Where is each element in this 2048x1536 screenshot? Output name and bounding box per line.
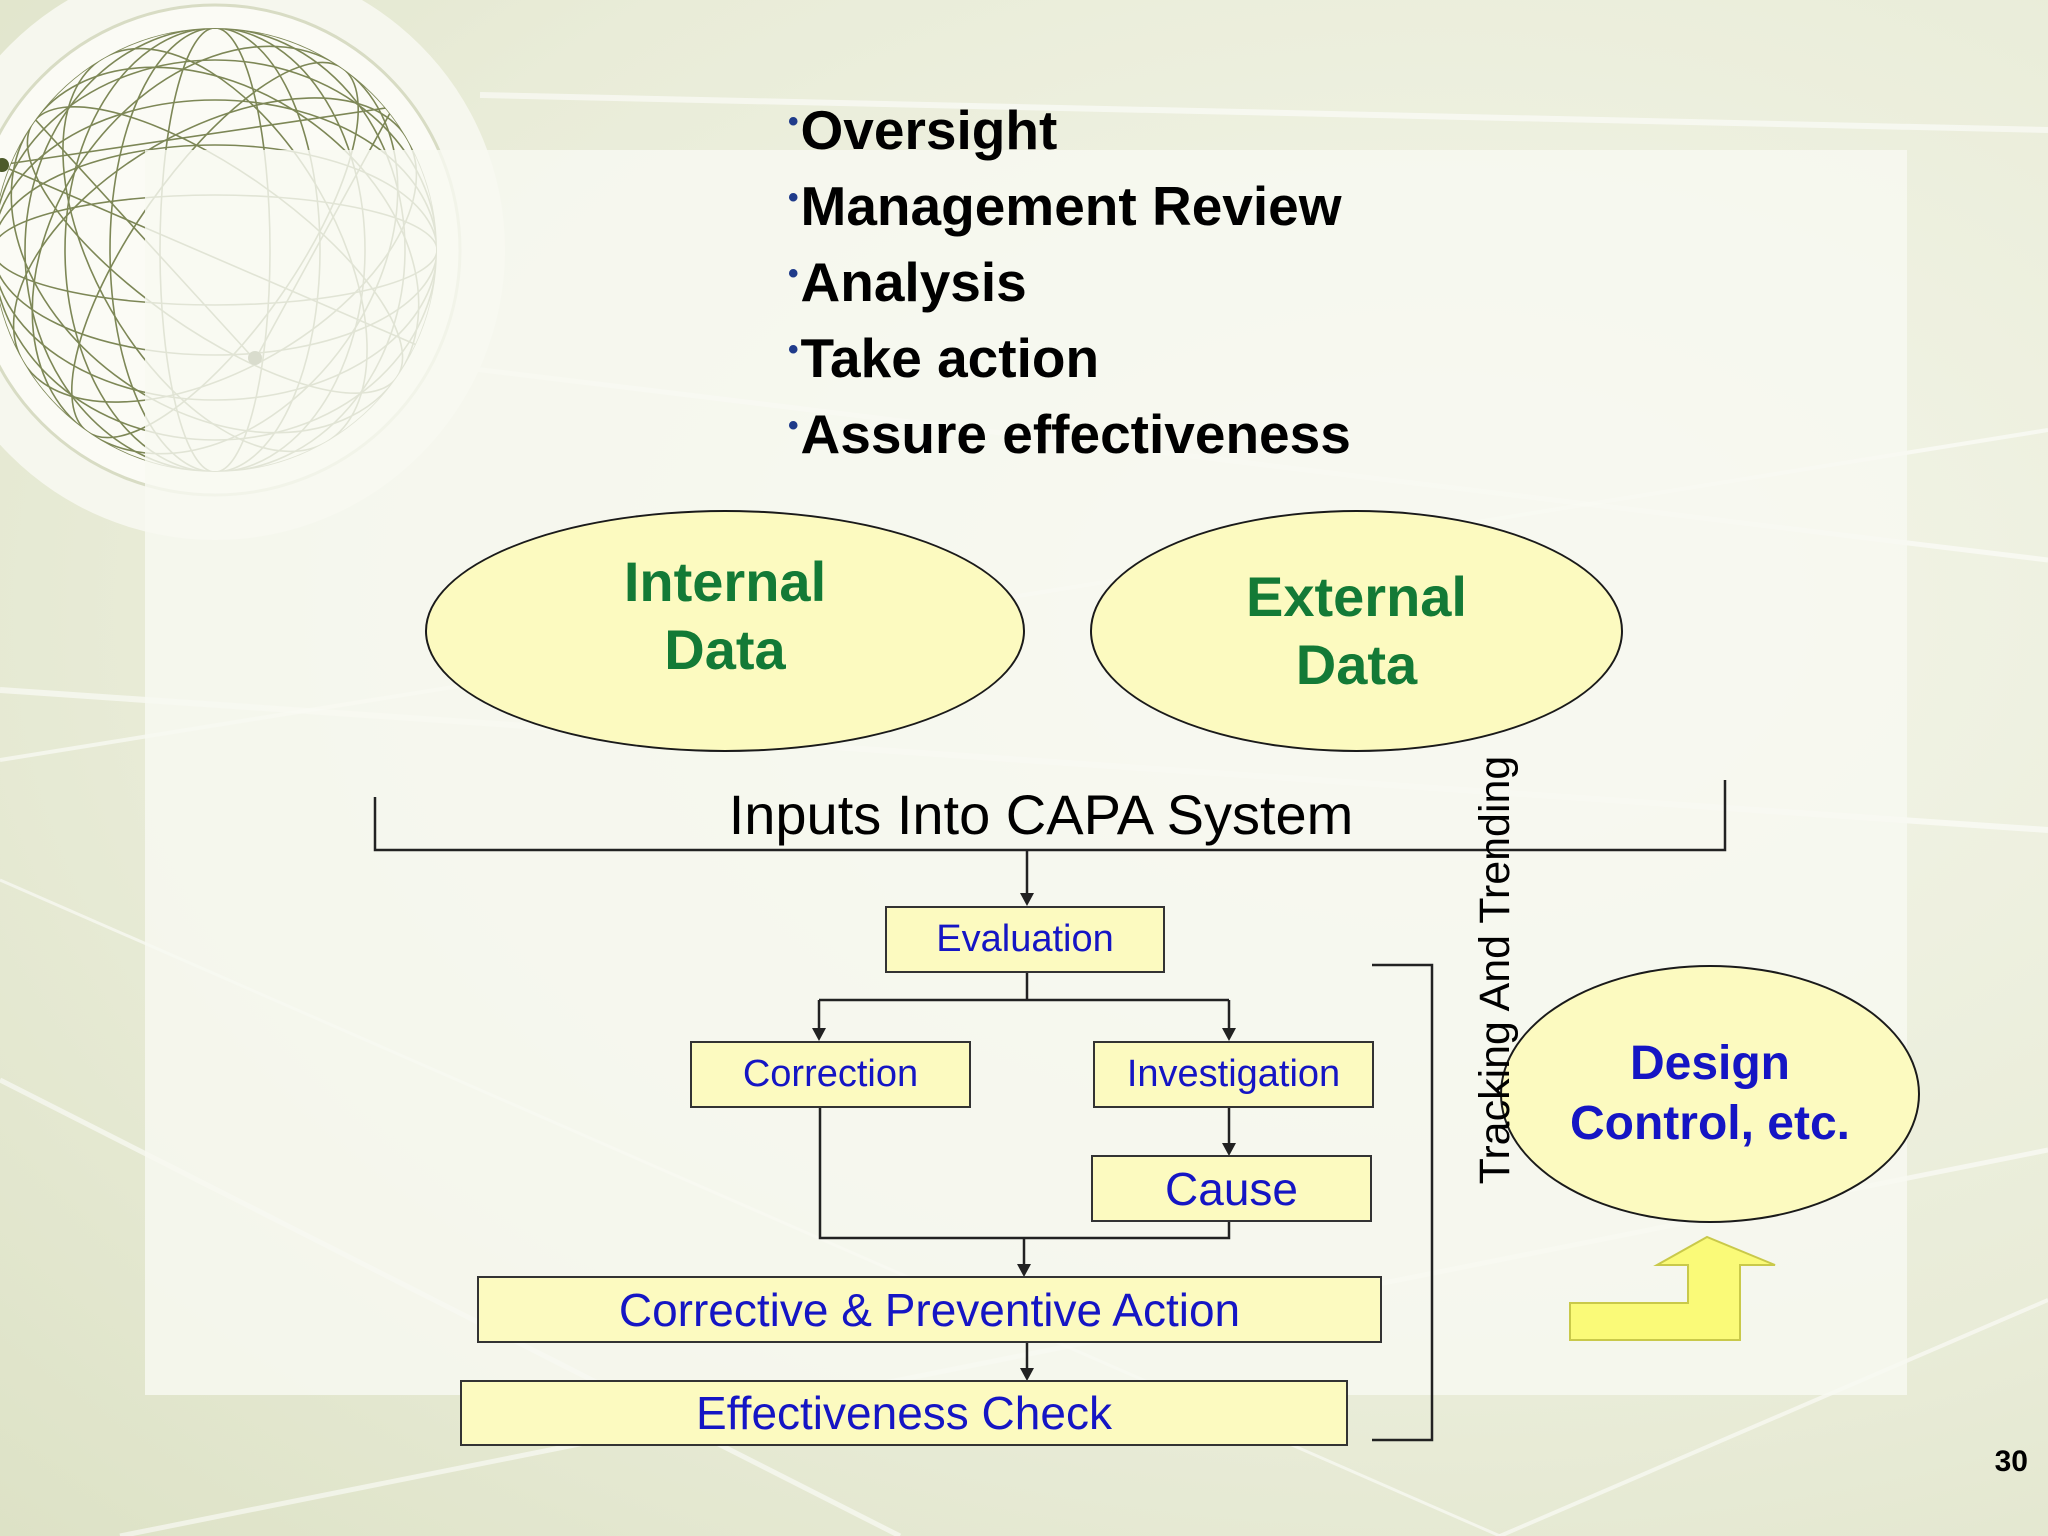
external-data-line1: External: [1246, 565, 1467, 628]
tracking-and-trending-label: Tracking And Trending: [1471, 755, 1519, 1185]
bullet-dot: •: [788, 105, 799, 138]
bullet-dot: •: [788, 257, 799, 290]
design-control-line2: Control, etc.: [1569, 1097, 1850, 1150]
internal-data-line2: Data: [664, 618, 786, 681]
evaluation-box: Evaluation: [885, 906, 1165, 973]
design-control-line1: Design: [1629, 1037, 1790, 1090]
design-control-ellipse: Design Control, etc.: [1500, 965, 1920, 1223]
bullet-item: •Analysis: [788, 240, 1351, 316]
inputs-into-capa-label: Inputs Into CAPA System: [728, 783, 1354, 846]
page-number: 30: [1994, 1445, 2028, 1478]
bent-up-arrow-icon: [1569, 1235, 1776, 1341]
bullet-dot: •: [788, 409, 799, 442]
cause-box: Cause: [1091, 1155, 1372, 1222]
internal-data-line1: Internal: [623, 550, 827, 613]
bullet-list: •Oversight •Management Review •Analysis …: [788, 88, 1351, 468]
effectiveness-check-box: Effectiveness Check: [460, 1380, 1348, 1446]
bullet-item: •Oversight: [788, 88, 1351, 164]
bullet-text: Assure effectiveness: [800, 403, 1351, 465]
external-data-line2: Data: [1295, 633, 1418, 696]
bullet-text: Analysis: [800, 251, 1027, 313]
bullet-item: •Assure effectiveness: [788, 392, 1351, 468]
capa-box: Corrective & Preventive Action: [477, 1276, 1382, 1343]
bullet-item: •Management Review: [788, 164, 1351, 240]
bullet-text: Oversight: [800, 99, 1058, 161]
internal-data-ellipse: Internal Data: [425, 510, 1025, 752]
bullet-dot: •: [788, 181, 799, 214]
correction-box: Correction: [690, 1041, 971, 1108]
investigation-box: Investigation: [1093, 1041, 1374, 1108]
external-data-ellipse: External Data: [1090, 510, 1623, 752]
bullet-text: Take action: [800, 327, 1100, 389]
bullet-dot: •: [788, 333, 799, 366]
bullet-text: Management Review: [800, 175, 1342, 237]
bullet-item: •Take action: [788, 316, 1351, 392]
